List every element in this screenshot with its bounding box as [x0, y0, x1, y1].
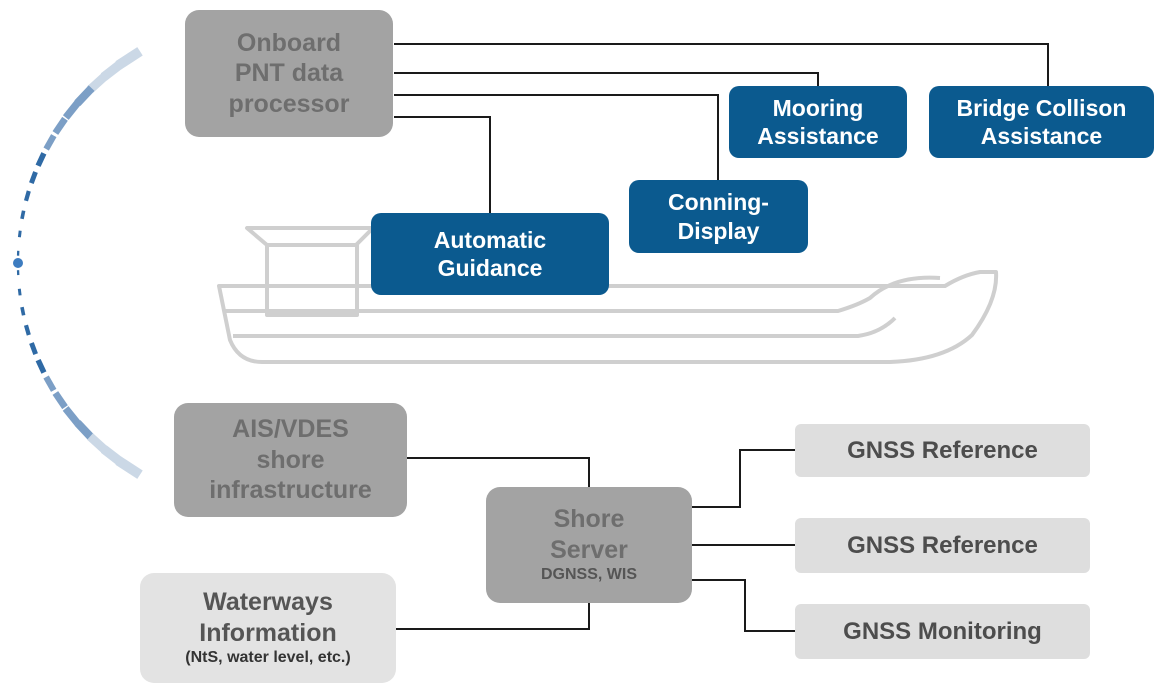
arc-segment: [52, 116, 68, 135]
arc-segment: [20, 306, 26, 316]
pnt-processor-box: Onboard PNT data processor: [185, 10, 393, 137]
arc-segment: [17, 288, 22, 296]
pnt-processor-line: Onboard: [236, 28, 342, 57]
arc-segment: [17, 230, 22, 238]
arc-segment: [115, 456, 143, 479]
arc-segment: [43, 375, 57, 392]
ship-cabin: [265, 243, 359, 317]
arc-segment: [43, 134, 57, 151]
shore-server-box: Shore Server DGNSS, WIS: [486, 487, 692, 603]
automatic-guidance-line: Guidance: [437, 255, 543, 281]
connector-waterways-server: [396, 603, 590, 630]
arc-segment: [52, 391, 68, 410]
ais-vdes-line: shore: [256, 445, 325, 474]
arc-segment: [74, 85, 95, 106]
shore-server-line: Server: [550, 535, 628, 564]
mooring-assistance-line: Mooring: [772, 94, 864, 121]
connector-pnt-conning: [394, 94, 719, 180]
waterways-information-line: Information: [199, 618, 337, 647]
connector-pnt-mooring: [394, 72, 819, 86]
connector-pnt-guidance: [394, 116, 491, 213]
waterways-information-subtitle: (NtS, water level, etc.): [185, 649, 351, 667]
ais-vdes-line: AIS/VDES: [232, 415, 349, 444]
conning-display-line: Conning-: [668, 189, 769, 216]
conning-display-box: Conning- Display: [629, 180, 808, 253]
mooring-assistance-line: Assistance: [757, 123, 879, 149]
automatic-guidance-box: Automatic Guidance: [371, 213, 609, 295]
connectors: [394, 43, 1049, 632]
arc-segment: [62, 406, 81, 426]
bridge-collison-assistance-line: Assistance: [980, 123, 1103, 149]
connector-server-gnss-ref-1: [692, 449, 795, 508]
arc-segment: [35, 152, 47, 167]
automatic-guidance-line: Automatic: [433, 226, 547, 253]
ship-bridge-top: [245, 226, 375, 247]
arc-dot: [13, 258, 23, 268]
arc-segment: [29, 171, 38, 184]
gnss-reference-label: GNSS Reference: [847, 531, 1038, 559]
arc-segment: [87, 71, 110, 93]
connector-server-gnss-monitoring: [692, 579, 795, 632]
shore-server-line: Shore: [553, 505, 625, 534]
bridge-collison-assistance-line: Bridge Collison: [956, 94, 1127, 121]
arc-segment: [74, 420, 95, 441]
arc-segment: [23, 324, 31, 336]
ais-vdes-box: AIS/VDES shore infrastructure: [174, 403, 407, 517]
ship-deck-line: [224, 275, 941, 313]
gnss-reference-box-2: GNSS Reference: [795, 518, 1090, 573]
pnt-processor-line: processor: [228, 89, 350, 118]
arc-segment: [20, 210, 26, 220]
gnss-reference-box-1: GNSS Reference: [795, 424, 1090, 477]
waterways-information-line: Waterways: [203, 588, 333, 617]
arc-segment: [16, 250, 20, 256]
gnss-monitoring-label: GNSS Monitoring: [843, 617, 1042, 645]
gnss-reference-label: GNSS Reference: [847, 436, 1038, 464]
connector-ais-server: [407, 457, 590, 487]
arc-segment: [35, 358, 47, 374]
conning-display-line: Display: [677, 217, 760, 244]
mooring-assistance-box: Mooring Assistance: [729, 86, 907, 158]
arc-segment: [62, 100, 81, 120]
ais-vdes-line: infrastructure: [209, 476, 372, 505]
shore-server-subtitle: DGNSS, WIS: [540, 566, 637, 584]
bridge-collison-assistance-box: Bridge Collison Assistance: [929, 86, 1154, 158]
arc-segment: [16, 270, 20, 276]
gnss-monitoring-box: GNSS Monitoring: [795, 604, 1090, 659]
waterways-information-box: Waterways Information (NtS, water level,…: [140, 573, 396, 683]
dotted-arc-decoration: [13, 47, 143, 479]
arc-segment: [29, 342, 38, 355]
pnt-processor-line: PNT data: [234, 59, 344, 88]
ship-hull-outer: [217, 270, 999, 364]
ship-lower-line: [233, 316, 897, 338]
connector-pnt-bridge: [394, 43, 1049, 86]
arc-segment: [23, 190, 31, 202]
ship-outline: [217, 226, 999, 364]
